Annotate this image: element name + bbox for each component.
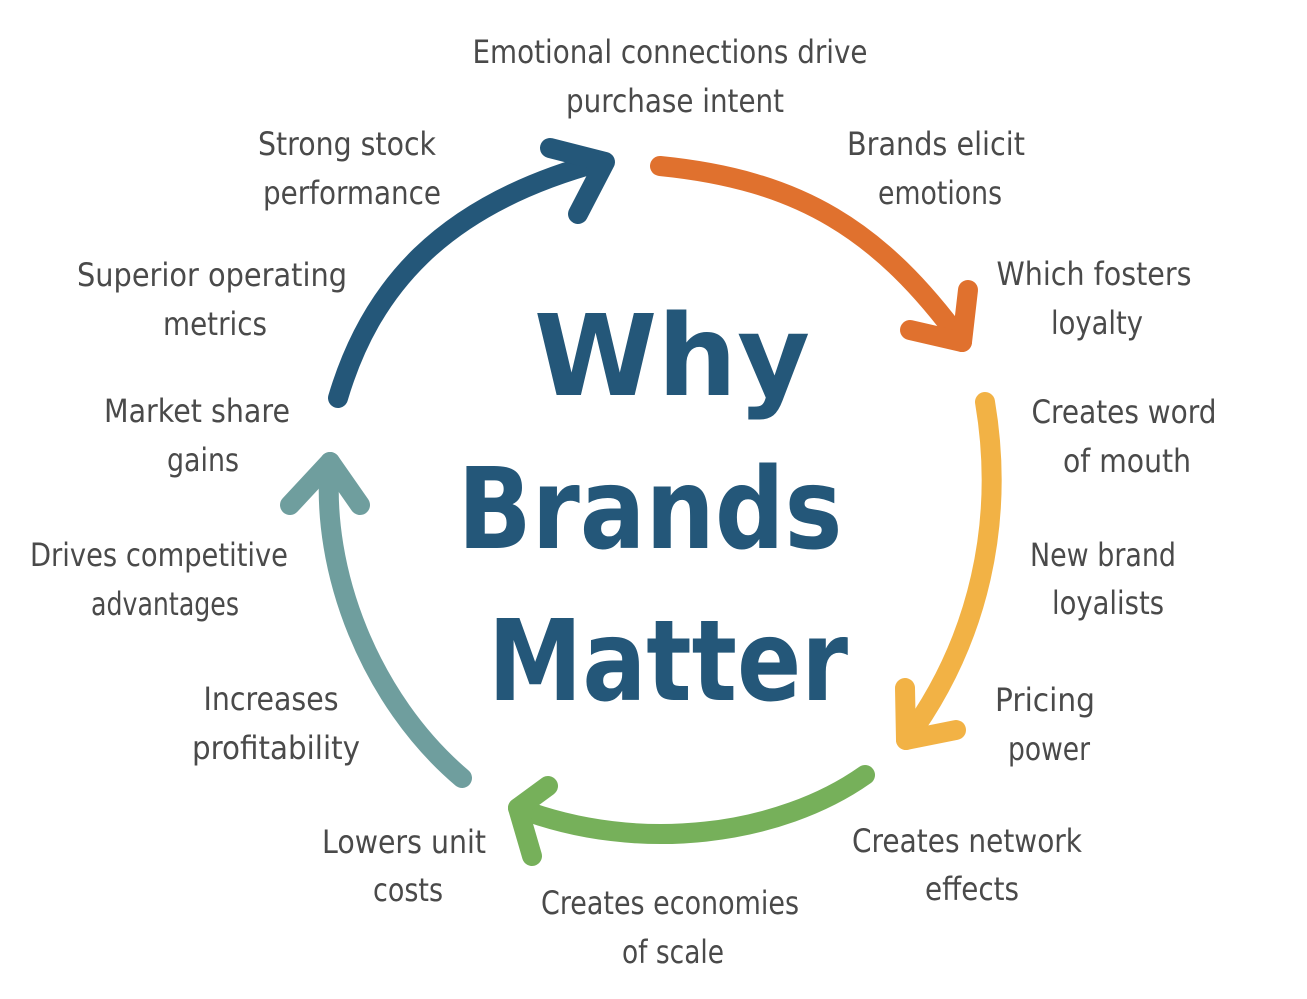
label-market-share-gains: Market share gains xyxy=(104,392,290,479)
label-economies-of-scale: Creates economies of scale xyxy=(541,884,799,971)
label-line: Strong stock xyxy=(258,125,436,163)
label-line: profitability xyxy=(192,729,360,767)
arrow-orange xyxy=(650,156,978,352)
label-line: Emotional connections drive xyxy=(473,33,868,71)
arrow-dark-blue xyxy=(328,138,615,408)
label-line: Superior operating xyxy=(77,256,347,294)
center-title: Why Brands Matter xyxy=(458,292,849,727)
label-line: Brands elicit xyxy=(847,125,1025,163)
label-line: loyalists xyxy=(1052,584,1164,622)
label-pricing-power: Pricing power xyxy=(995,681,1095,768)
label-lowers-unit-costs: Lowers unit costs xyxy=(322,823,486,909)
label-line: New brand xyxy=(1030,536,1176,574)
label-line: Lowers unit xyxy=(322,823,486,861)
arrow-yellow xyxy=(895,392,1002,750)
label-line: Drives competitive xyxy=(30,536,288,574)
arrow-teal xyxy=(280,452,472,788)
label-line: costs xyxy=(373,871,443,909)
label-word-of-mouth: Creates word of mouth xyxy=(1032,393,1217,480)
label-brands-elicit-emotions: Brands elicit emotions xyxy=(847,125,1025,212)
label-line: of scale xyxy=(622,933,724,971)
title-line-why: Why xyxy=(534,292,810,422)
title-line-matter: Matter xyxy=(488,597,848,727)
label-line: power xyxy=(1008,730,1091,768)
label-line: of mouth xyxy=(1063,442,1191,480)
label-line: gains xyxy=(167,441,239,479)
label-fosters-loyalty: Which fosters loyalty xyxy=(997,255,1192,342)
label-stock-performance: Strong stock performance xyxy=(258,125,441,212)
label-line: Creates network xyxy=(852,822,1082,860)
label-operating-metrics: Superior operating metrics xyxy=(77,256,347,343)
label-line: Pricing xyxy=(995,681,1095,719)
label-new-brand-loyalists: New brand loyalists xyxy=(1030,536,1176,622)
arrow-green xyxy=(508,765,875,866)
label-line: advantages xyxy=(91,585,239,623)
label-line: Market share xyxy=(104,392,290,430)
label-line: Increases xyxy=(204,680,339,718)
label-line: Which fosters xyxy=(997,255,1192,293)
label-line: purchase intent xyxy=(566,82,784,120)
label-emotional-connections: Emotional connections drive purchase int… xyxy=(473,33,868,120)
label-line: performance xyxy=(263,174,441,212)
label-line: Creates economies xyxy=(541,884,799,922)
label-network-effects: Creates network effects xyxy=(852,822,1082,908)
label-line: emotions xyxy=(878,174,1002,212)
cycle-labels: Emotional connections drive purchase int… xyxy=(30,33,1217,971)
label-line: loyalty xyxy=(1051,304,1143,342)
label-increases-profitability: Increases profitability xyxy=(192,680,360,767)
cycle-arrows xyxy=(280,138,1002,866)
label-competitive-advantages: Drives competitive advantages xyxy=(30,536,288,623)
title-line-brands: Brands xyxy=(458,445,843,575)
label-line: Creates word xyxy=(1032,393,1217,431)
label-line: metrics xyxy=(163,305,267,343)
label-line: effects xyxy=(925,870,1019,908)
